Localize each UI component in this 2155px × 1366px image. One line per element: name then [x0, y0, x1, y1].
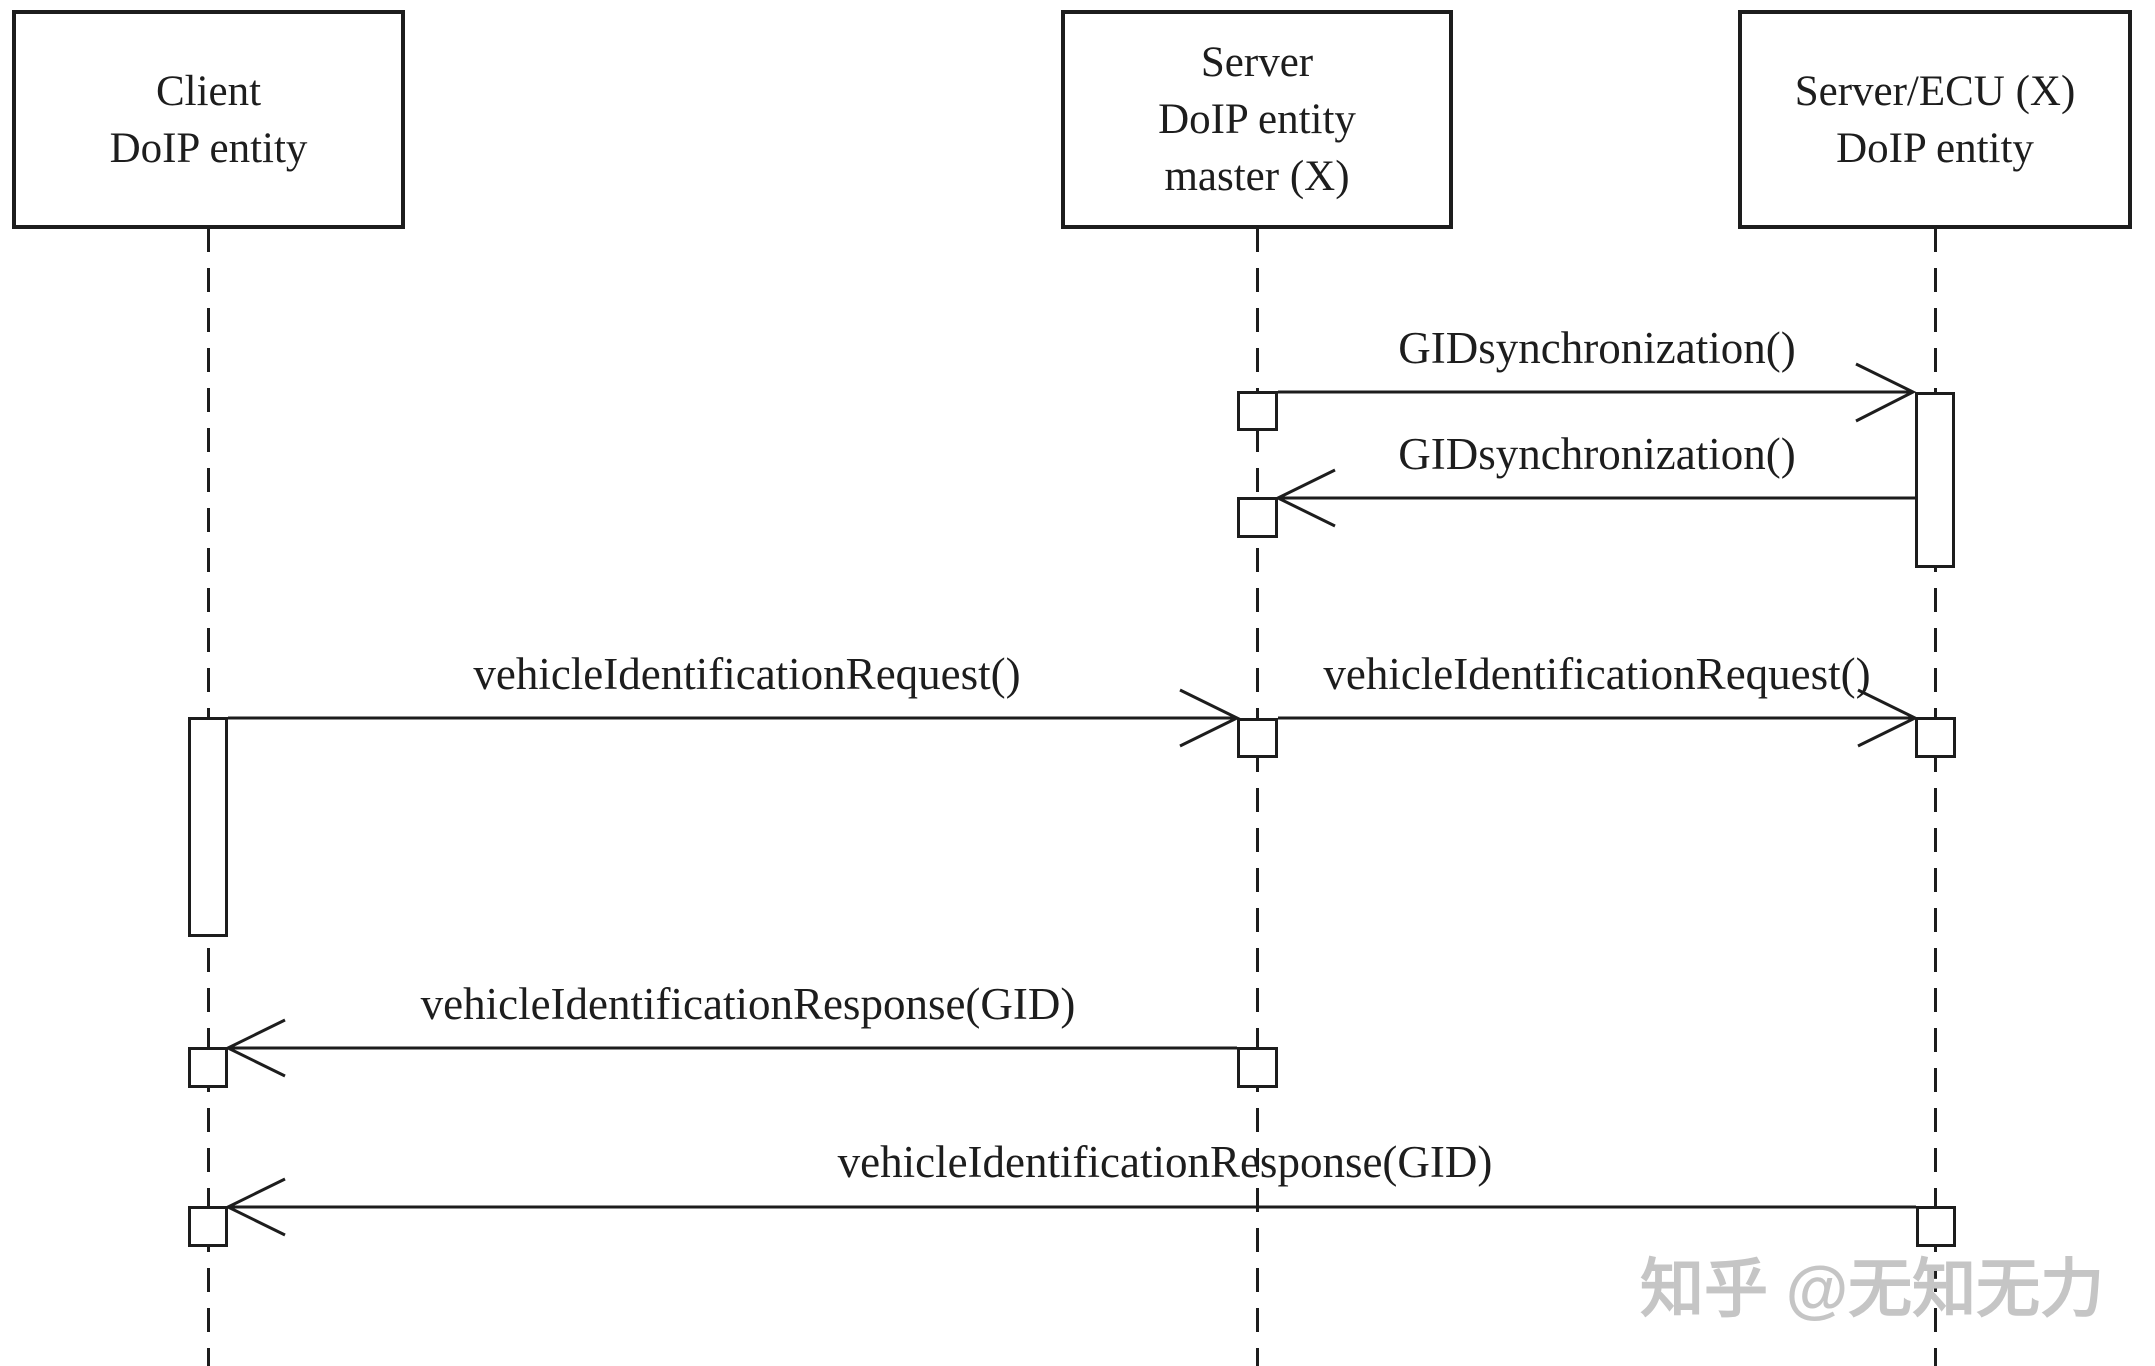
message-label-vehicle-id-request-2: vehicleIdentificationRequest(): [1323, 649, 1871, 699]
watermark: 知乎 @无知无力: [1640, 1253, 2105, 1325]
lifeline-header-server-master: Server DoIP entity master (X): [1061, 10, 1453, 229]
lifeline-header-client: Client DoIP entity: [12, 10, 405, 229]
message-label-gid-sync-request: GIDsynchronization(): [1398, 323, 1796, 373]
lifeline-header-client-line-1: Client: [155, 67, 262, 115]
lifeline-header-server-master-line-2: DoIP entity: [1158, 96, 1356, 143]
activation-client-request: [188, 717, 228, 937]
activation-client-response-1: [188, 1047, 228, 1088]
activation-ecu-vehicle-request: [1915, 717, 1956, 758]
message-label-vehicle-id-response-1: vehicleIdentificationResponse(GID): [420, 979, 1076, 1029]
message-label-vehicle-id-response-2: vehicleIdentificationResponse(GID): [837, 1137, 1493, 1187]
lifeline-server-master: [1256, 228, 1259, 1366]
message-label-vehicle-id-request-1: vehicleIdentificationRequest(): [473, 649, 1021, 699]
lifeline-header-server-ecu-line-1: Server/ECU (X): [1794, 67, 2076, 115]
lifeline-header-client-line-2: DoIP entity: [109, 124, 308, 172]
activation-ecu-gid: [1915, 392, 1955, 568]
lifeline-header-server-ecu-line-2: DoIP entity: [1836, 124, 2034, 172]
activation-master-gid-request: [1237, 391, 1278, 431]
activation-master-gid-response: [1237, 497, 1278, 538]
lifeline-server-ecu: [1934, 228, 1937, 1366]
activation-ecu-vehicle-response: [1916, 1206, 1956, 1247]
lifeline-header-server-ecu: Server/ECU (X) DoIP entity: [1738, 10, 2132, 229]
activation-master-vehicle-request: [1237, 718, 1278, 758]
activation-master-vehicle-response: [1237, 1047, 1278, 1088]
lifeline-header-server-master-line-1: Server: [1200, 39, 1314, 86]
activation-client-response-2: [188, 1206, 228, 1247]
message-label-gid-sync-response: GIDsynchronization(): [1398, 429, 1796, 479]
lifeline-header-server-master-line-3: master (X): [1164, 153, 1350, 200]
